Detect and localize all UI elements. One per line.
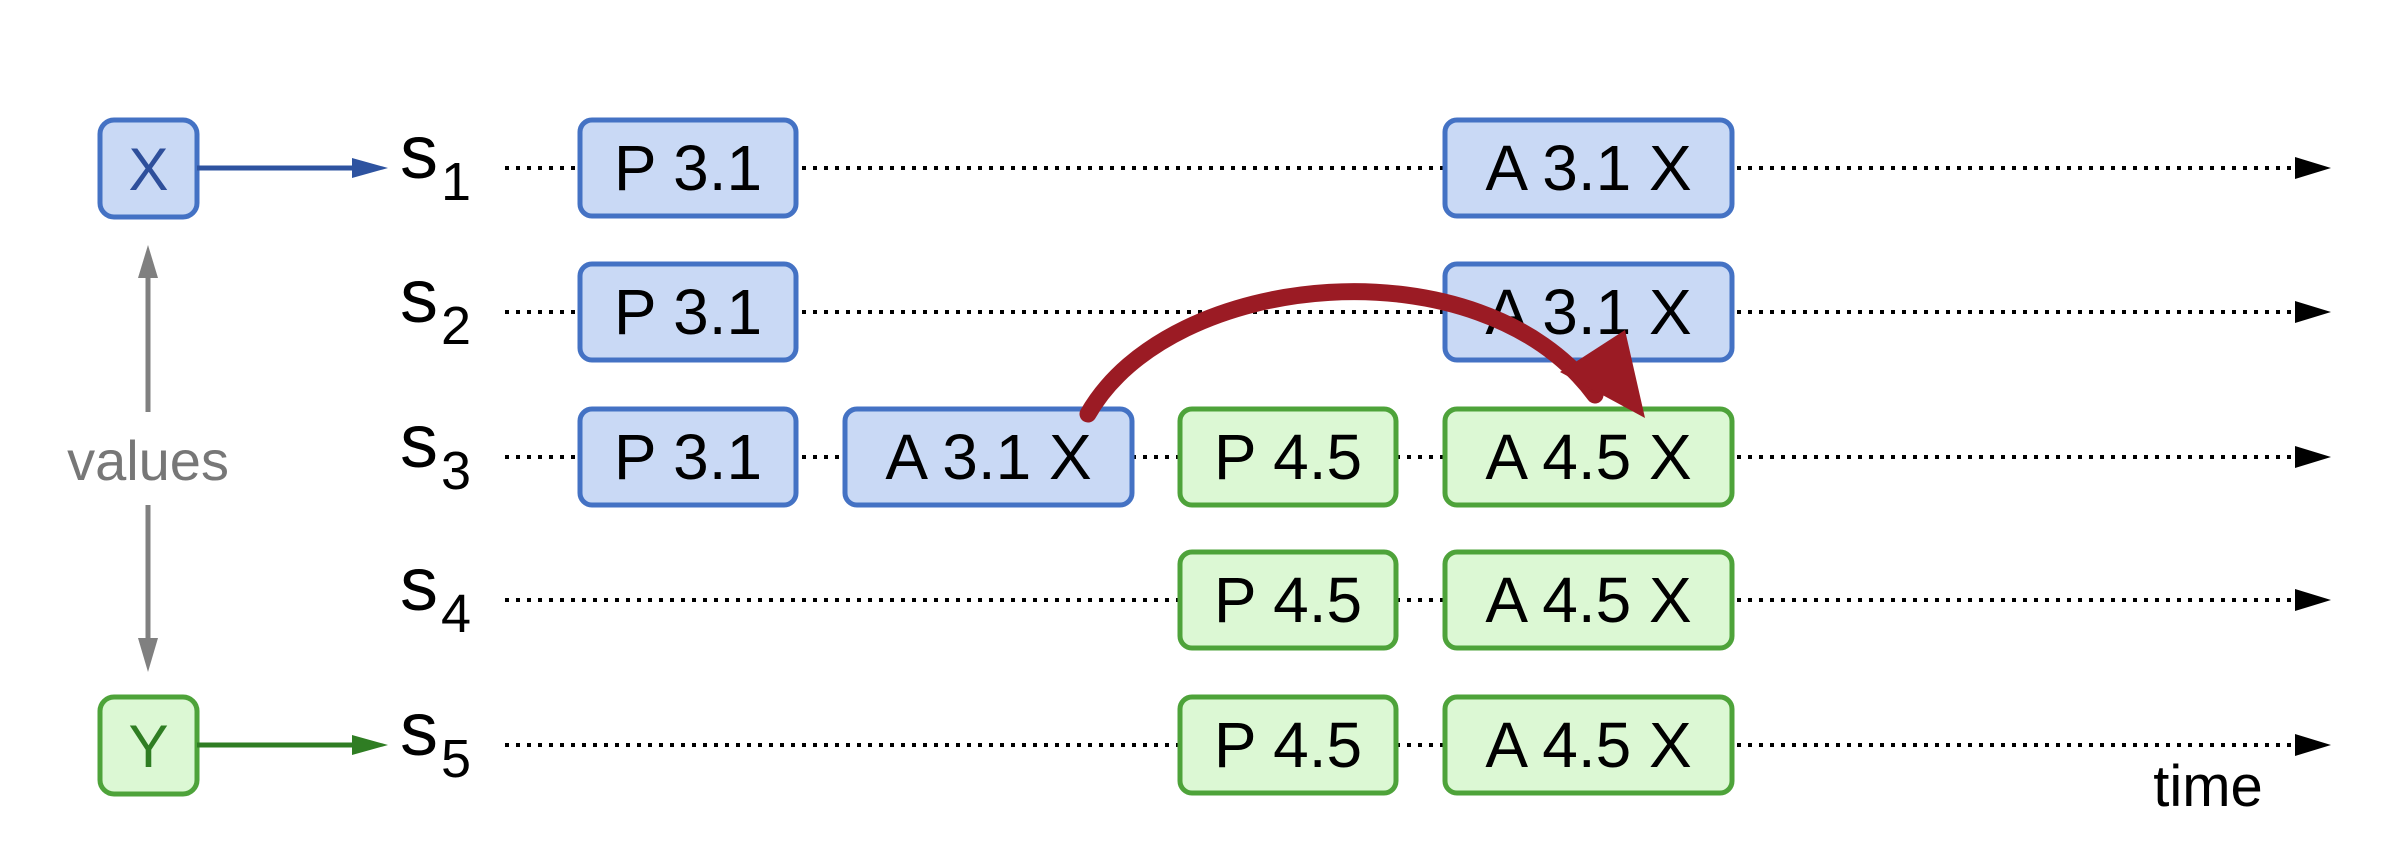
server-label-s1: s1 <box>400 110 471 212</box>
timeline-arrowhead-s3 <box>2295 446 2331 468</box>
server-label-s4: s4 <box>400 542 471 644</box>
value-node-y-connector-head <box>352 735 388 755</box>
message-box-rect <box>577 117 799 219</box>
message-box-label: P 4.5 <box>1214 709 1362 781</box>
message-box-rect <box>1442 117 1735 219</box>
value-transfer-arrowhead <box>1560 330 1645 418</box>
message-box: P 4.5 <box>1177 406 1399 508</box>
timeline-arrowhead-s4 <box>2295 589 2331 611</box>
message-box-rect <box>1442 694 1735 796</box>
message-box-rect <box>842 406 1135 508</box>
value-node-y-label: Y <box>128 713 168 780</box>
timeline-arrowhead-s5 <box>2295 734 2331 756</box>
message-box-label: P 3.1 <box>614 132 762 204</box>
value-node-x: X <box>97 117 388 220</box>
server-label-s2: s2 <box>400 254 471 356</box>
message-box-label: A 4.5 X <box>1485 421 1691 493</box>
server-labels: s1 s2 s3 s4 s5 <box>400 110 471 789</box>
message-box: P 3.1 <box>577 117 799 219</box>
message-box-rect <box>577 261 799 363</box>
message-box-rect <box>1177 549 1399 651</box>
values-label: values <box>67 429 229 492</box>
message-box-label: P 3.1 <box>614 276 762 348</box>
message-box: A 3.1 X <box>1442 117 1735 219</box>
values-arrow-down-head <box>138 638 158 672</box>
message-box: A 4.5 X <box>1442 549 1735 651</box>
message-box: P 3.1 <box>577 406 799 508</box>
message-box: P 3.1 <box>577 261 799 363</box>
time-label: time <box>2153 754 2263 819</box>
message-box-label: A 4.5 X <box>1485 709 1691 781</box>
message-box-rect <box>577 406 799 508</box>
message-box-label: P 4.5 <box>1214 564 1362 636</box>
message-box-label: P 3.1 <box>614 421 762 493</box>
message-box-label: A 3.1 X <box>885 421 1091 493</box>
message-box: A 3.1 X <box>842 406 1135 508</box>
server-label-s3: s3 <box>400 399 471 501</box>
message-box: A 4.5 X <box>1442 406 1735 508</box>
message-box-rect <box>1442 549 1735 651</box>
message-box-label: P 4.5 <box>1214 421 1362 493</box>
message-box: P 4.5 <box>1177 549 1399 651</box>
value-transfer-curve <box>1079 283 1604 423</box>
message-box: A 4.5 X <box>1442 694 1735 796</box>
values-arrow-up-head <box>138 245 158 278</box>
message-box-rect <box>1442 406 1735 508</box>
timeline-arrowhead-s2 <box>2295 301 2331 323</box>
timeline-arrowhead-s1 <box>2295 157 2331 179</box>
value-node-x-label: X <box>128 136 168 203</box>
message-box: P 4.5 <box>1177 694 1399 796</box>
message-box-label: A 3.1 X <box>1485 132 1691 204</box>
message-box-label: A 4.5 X <box>1485 564 1691 636</box>
values-arrow: values <box>67 245 229 672</box>
message-box-rect <box>1177 694 1399 796</box>
server-label-s5: s5 <box>400 687 471 789</box>
value-node-y: Y <box>97 694 388 797</box>
value-transfer-arrow <box>1079 283 1645 423</box>
value-node-x-connector-head <box>352 158 388 178</box>
timelines <box>505 157 2331 756</box>
message-box-rect <box>1177 406 1399 508</box>
